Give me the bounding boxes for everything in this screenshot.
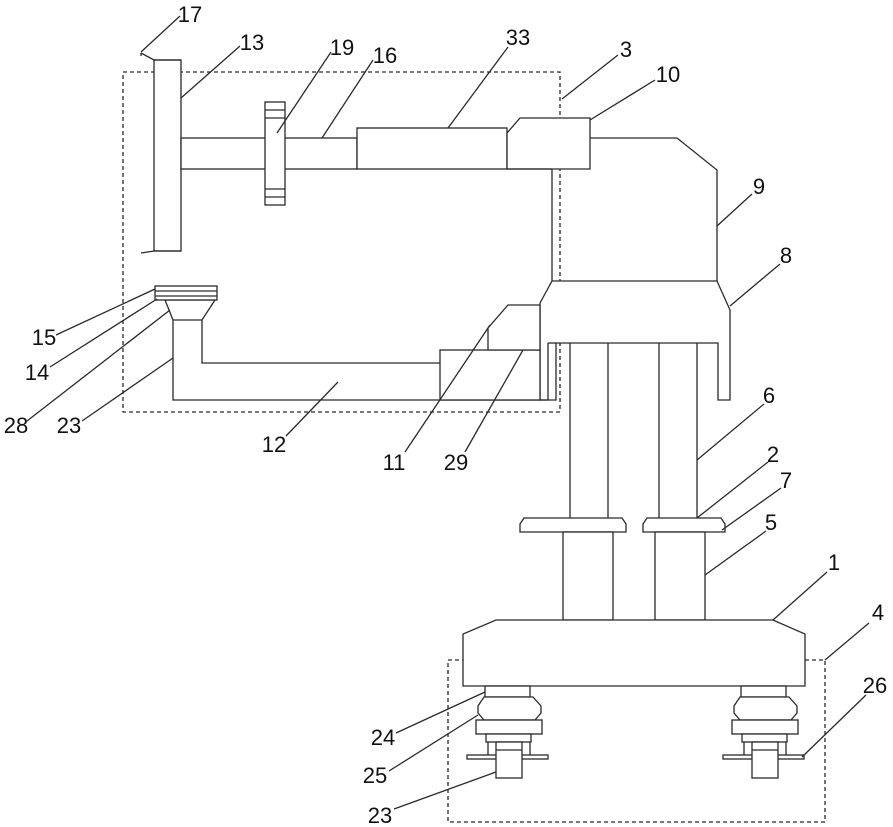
cylinder-5-right — [655, 532, 705, 620]
label-3: 3 — [620, 37, 632, 62]
label-6: 6 — [763, 383, 775, 408]
flange-7-left — [520, 518, 626, 532]
label-2: 2 — [767, 442, 779, 467]
leader-24 — [396, 692, 485, 733]
flange-7-right — [643, 518, 725, 532]
leader-33 — [448, 47, 508, 128]
wheel-23 — [496, 742, 522, 778]
label-24: 24 — [371, 725, 395, 750]
leader-19 — [277, 52, 331, 133]
label-7: 7 — [780, 468, 792, 493]
connector-10 — [507, 118, 590, 169]
leader-9 — [717, 194, 752, 226]
label-8: 8 — [780, 243, 792, 268]
wheel-assembly-left — [467, 686, 548, 778]
label-25: 25 — [363, 763, 387, 788]
leader-1 — [773, 572, 827, 620]
label-13: 13 — [240, 30, 264, 55]
leader-5 — [705, 531, 766, 575]
housing-25 — [734, 697, 797, 720]
body-9 — [590, 138, 717, 281]
column-6-right — [659, 343, 697, 518]
label-11: 11 — [383, 450, 406, 475]
block-8 — [540, 281, 730, 400]
label-29: 29 — [444, 450, 468, 475]
plate-13 — [141, 53, 181, 253]
label-28: 28 — [4, 413, 28, 438]
cylinder-5-left — [563, 532, 613, 620]
mount-24 — [741, 686, 786, 697]
leader-6 — [697, 404, 764, 460]
leader-15 — [56, 289, 155, 335]
leader-3 — [562, 55, 618, 99]
wheel-23 — [752, 742, 778, 778]
label-1: 1 — [828, 550, 840, 575]
label-23-lower: 23 — [368, 803, 392, 827]
vertical-tube-23-upper — [202, 320, 440, 363]
housing-33 — [357, 128, 507, 169]
leader-2 — [697, 462, 768, 518]
label-19: 19 — [330, 35, 354, 60]
base-1 — [463, 620, 805, 686]
label-33: 33 — [506, 25, 530, 50]
wheel-assembly-right — [723, 686, 804, 778]
mount-24 — [485, 686, 530, 697]
label-4: 4 — [872, 600, 884, 625]
block-29 — [440, 350, 540, 400]
leader-17 — [141, 16, 180, 52]
label-14: 14 — [25, 360, 49, 385]
flange-19 — [265, 102, 285, 205]
funnel-28 — [165, 300, 215, 320]
label-17: 17 — [178, 2, 202, 27]
label-16: 16 — [373, 43, 397, 68]
label-9: 9 — [753, 174, 765, 199]
label-5: 5 — [765, 510, 777, 535]
label-26: 26 — [863, 673, 887, 698]
leader-4 — [825, 623, 869, 660]
leader-8 — [730, 264, 780, 306]
label-15: 15 — [32, 325, 56, 350]
leader-10 — [590, 80, 655, 120]
housing-25 — [478, 697, 541, 720]
leader-26 — [802, 695, 866, 757]
leader-12 — [286, 382, 338, 436]
cap-14-15 — [155, 286, 217, 300]
label-10: 10 — [656, 62, 680, 87]
leader-25 — [389, 715, 478, 771]
label-12: 12 — [262, 432, 286, 457]
column-6-left — [570, 343, 608, 518]
label-23-upper: 23 — [57, 413, 81, 438]
step-piece-11 — [488, 305, 540, 350]
leader-23-lower — [394, 772, 496, 809]
